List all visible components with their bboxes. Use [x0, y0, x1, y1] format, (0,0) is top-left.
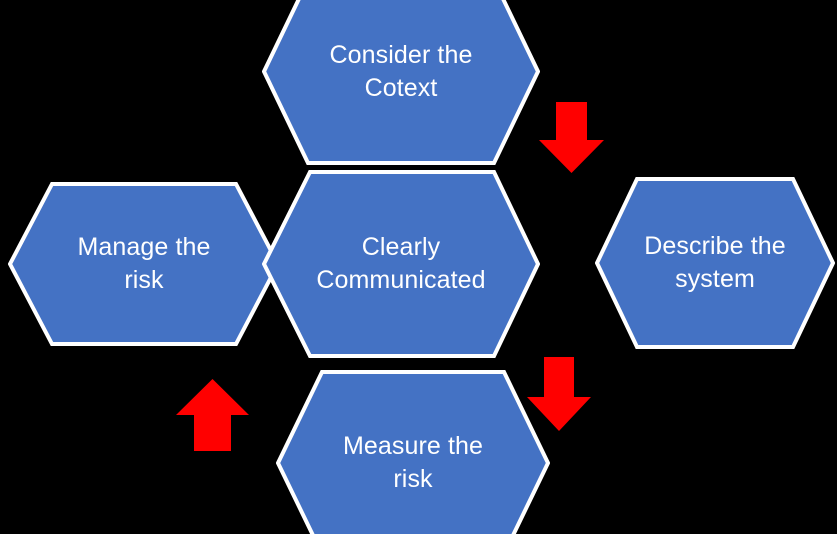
hexagon-label-describe-the-system: Describe the system [644, 232, 786, 293]
hexagon-label-manage-the-risk: Manage the risk [77, 233, 211, 294]
hexagon-label-consider-the-cotext: Consider the Cotext [329, 40, 473, 102]
hexagon-label-measure-the-risk: Measure the risk [342, 432, 484, 493]
hexagon-shape [262, 0, 540, 165]
hexagon-clearly-communicated[interactable]: Clearly Communicated [262, 170, 540, 358]
hexagon-measure-the-risk[interactable]: Measure the risk [276, 370, 550, 534]
down-arrow-icon [539, 102, 604, 173]
up-arrow-icon [176, 379, 249, 451]
down-arrow-icon [527, 357, 591, 431]
hexagon-shape [595, 177, 835, 349]
hexagon-shape [276, 370, 550, 534]
hexagon-manage-the-risk[interactable]: Manage the risk [8, 182, 280, 346]
hexagon-label-clearly-communicated: Clearly Communicated [316, 233, 486, 294]
hexagon-shape [8, 182, 280, 346]
hexagon-consider-the-cotext[interactable]: Consider the Cotext [262, 0, 540, 165]
hexagon-describe-the-system[interactable]: Describe the system [595, 177, 835, 349]
hexagon-shape [262, 170, 540, 358]
